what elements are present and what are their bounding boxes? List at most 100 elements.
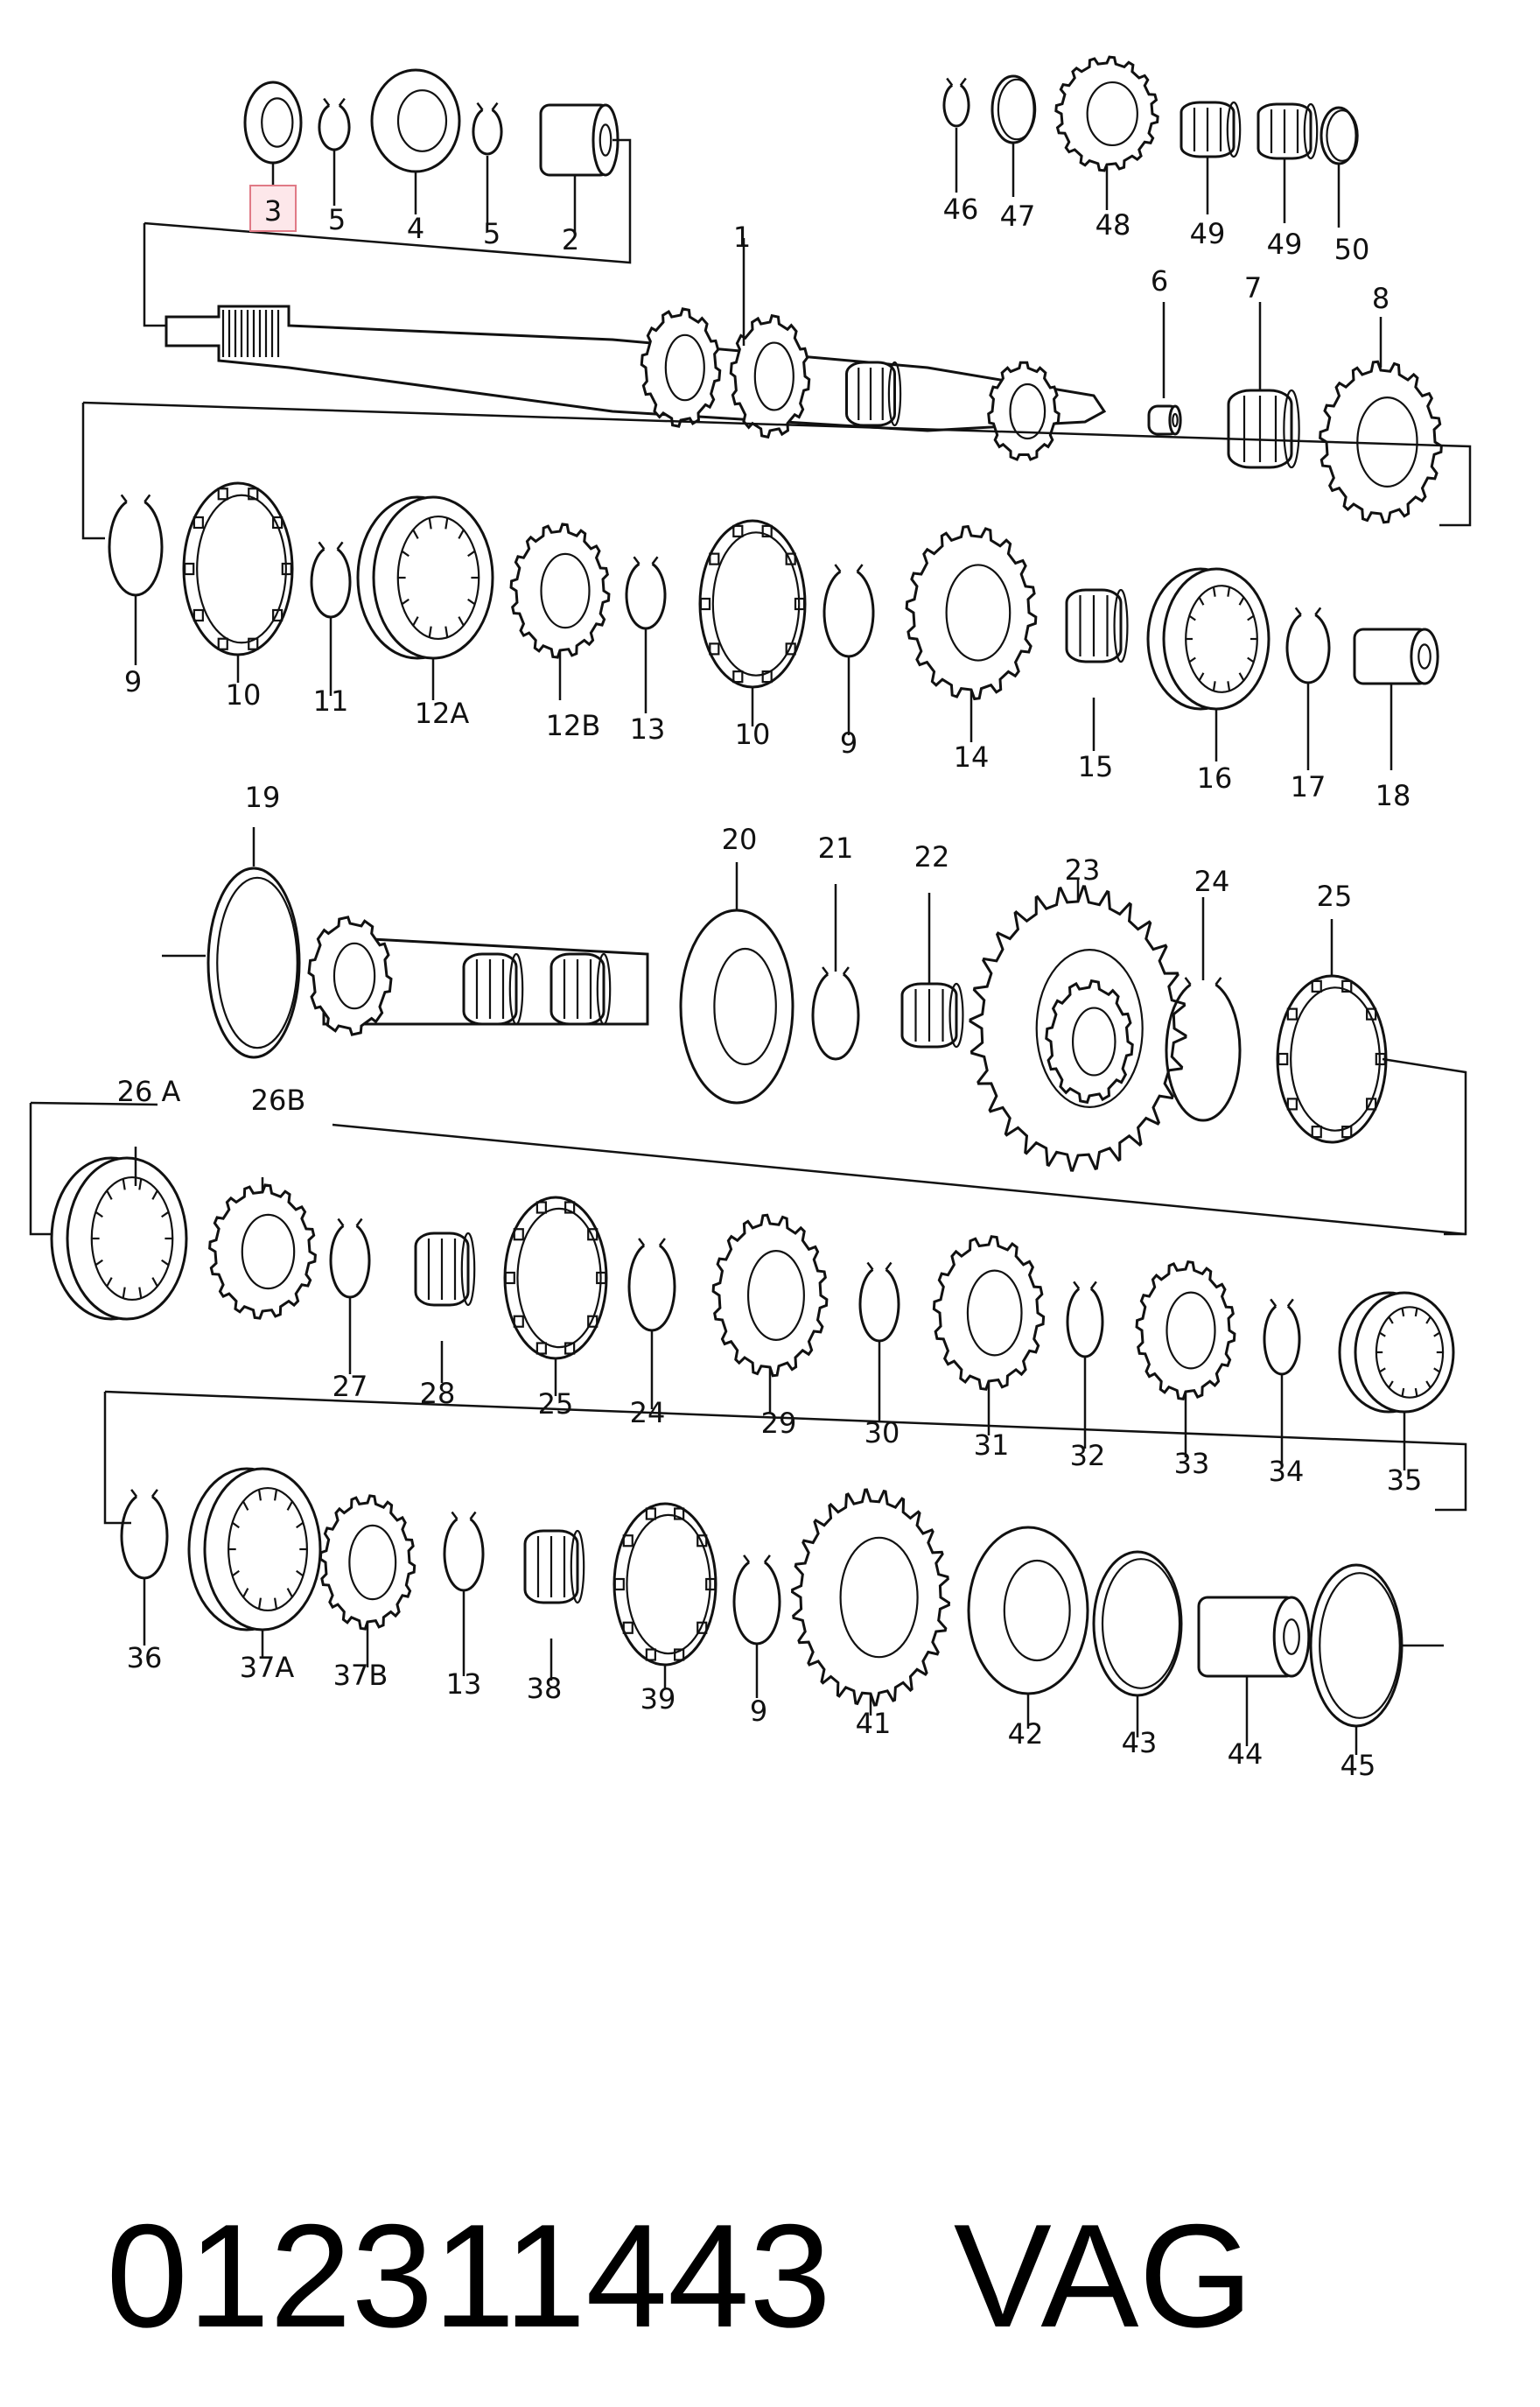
circlip-part <box>627 1244 676 1332</box>
group-bracket <box>332 1123 1466 1236</box>
synchro-ring-part-lug <box>587 1315 598 1328</box>
synchro-ring-part-lug <box>785 642 796 656</box>
taper-bearing-part-bore <box>1003 1559 1071 1662</box>
part-label: 44 <box>1228 1737 1264 1771</box>
large-gear-part-bore <box>839 1536 919 1659</box>
synchro-ring-part <box>612 1502 718 1667</box>
part-label: 13 <box>630 712 666 746</box>
sliding-sleeve-part-spline <box>122 1287 126 1299</box>
group-bracket <box>1382 1057 1467 1236</box>
part-label: 9 <box>124 665 142 698</box>
group-bracket <box>81 403 105 540</box>
gear-part-bore <box>241 1213 296 1290</box>
circlip-part-eye <box>866 1261 874 1271</box>
thrust-washer-part-edge <box>997 78 1037 141</box>
sliding-sleeve-part-spline <box>231 1569 240 1577</box>
sliding-sleeve-part-spline <box>257 1489 262 1501</box>
group-bracket <box>29 1103 52 1236</box>
synchro-ring-part-lug <box>1311 1126 1322 1139</box>
circlip-part-eye <box>1184 977 1192 986</box>
gear-part-bore <box>540 552 591 629</box>
part-label: 36 <box>127 1641 163 1674</box>
synchro-ring-part-lug <box>696 1534 708 1547</box>
shaft-gear-part-bore <box>1009 382 1046 440</box>
synchro-ring-part-lug <box>217 637 228 650</box>
sliding-sleeve-part-spline <box>106 1277 113 1288</box>
sliding-sleeve-part-spline <box>458 529 465 539</box>
sliding-sleeve-part-spline <box>412 616 419 627</box>
thrust-washer-part-edge <box>1101 1558 1181 1689</box>
part-label: 18 <box>1376 779 1411 812</box>
bearing-sleeve-part-spline <box>1414 1387 1418 1397</box>
shaft-gear-part <box>987 361 1060 461</box>
footer: 012311443 VAG <box>24 1882 1512 2358</box>
circlip-part-eye <box>856 564 864 572</box>
part-label: 17 <box>1291 770 1326 804</box>
synchro-ring-part-lug <box>622 1621 634 1634</box>
needle-cage-part-face <box>460 1232 476 1307</box>
part-label: 1 <box>733 221 751 254</box>
footer-gap <box>831 2193 954 2358</box>
circlip-part <box>120 1495 169 1580</box>
part-label: 12B <box>546 709 601 742</box>
circlip-part-eye <box>144 494 151 503</box>
part-label: 49 <box>1267 228 1303 261</box>
thrust-washer-part <box>206 867 301 1059</box>
circlip-part-eye <box>476 102 484 111</box>
synchro-ring-part-lug <box>248 637 259 650</box>
circlip-part <box>472 109 503 156</box>
shaft-gear-part <box>729 313 811 439</box>
part-label: 33 <box>1174 1447 1210 1480</box>
circlip-part-eye <box>491 102 499 111</box>
synchro-ring-part-lug <box>192 608 204 622</box>
synchro-ring-part-lug <box>1311 979 1322 993</box>
circlip-part-eye <box>1270 1298 1278 1308</box>
synchro-hub-part-spline <box>1227 681 1231 691</box>
synchro-ring-part-lug <box>184 562 195 576</box>
part-label: 12A <box>415 697 470 730</box>
synchro-ring-part-lug <box>536 1201 547 1214</box>
sliding-sleeve-part-spline <box>151 1277 158 1288</box>
gear-part <box>509 523 611 659</box>
part-label: 16 <box>1197 761 1233 795</box>
circlip-part-eye <box>946 77 954 87</box>
part-label: 4 <box>407 212 424 245</box>
bush-part-bore <box>598 123 612 157</box>
part-label: 24 <box>1194 865 1230 898</box>
part-label: 10 <box>735 718 771 751</box>
shaft-gear-part-bore <box>753 341 794 411</box>
synchro-ring-part-lug <box>1341 1126 1353 1139</box>
part-label: 27 <box>332 1370 368 1403</box>
gear-part <box>1135 1260 1236 1400</box>
part-label: 20 <box>722 823 758 856</box>
synchro-ring-part-lug <box>732 670 744 684</box>
circlip-part-eye <box>822 966 830 975</box>
part-number: 012311443 <box>106 2193 831 2358</box>
ball-bearing-part-bore <box>396 89 448 152</box>
synchro-ring-part-lug <box>645 1648 656 1661</box>
circlip-part <box>1263 1305 1301 1376</box>
circlip-part <box>625 563 667 630</box>
circlip-part-eye <box>318 541 326 551</box>
sliding-sleeve-part-spline <box>296 1569 304 1577</box>
cap-part-bore <box>1283 1618 1300 1655</box>
part-label: 14 <box>954 740 990 774</box>
circlip-part-eye <box>1073 1281 1081 1290</box>
bush-part-bore <box>1418 643 1432 670</box>
circlip-part-eye <box>763 1554 771 1563</box>
circlip-part-eye <box>1286 1298 1294 1308</box>
synchro-ring-part-lug <box>794 597 806 611</box>
synchro-ring-part-lug <box>248 488 259 501</box>
circlip-part-eye <box>150 1489 158 1498</box>
sliding-sleeve-part-spline <box>231 1521 240 1529</box>
synchro-ring-part-cone <box>196 494 287 644</box>
bearing-sleeve-part-spline <box>1433 1367 1440 1373</box>
synchro-ring-part-lug <box>674 1507 685 1520</box>
synchro-hub-part-spline <box>1198 672 1205 682</box>
circlip-part <box>1165 983 1242 1122</box>
shaft-needle-part-face <box>887 361 902 427</box>
synchro-ring-part-cone <box>516 1207 602 1349</box>
sliding-sleeve-part-spline <box>242 1500 249 1511</box>
synchro-ring-part-lug <box>281 562 292 576</box>
